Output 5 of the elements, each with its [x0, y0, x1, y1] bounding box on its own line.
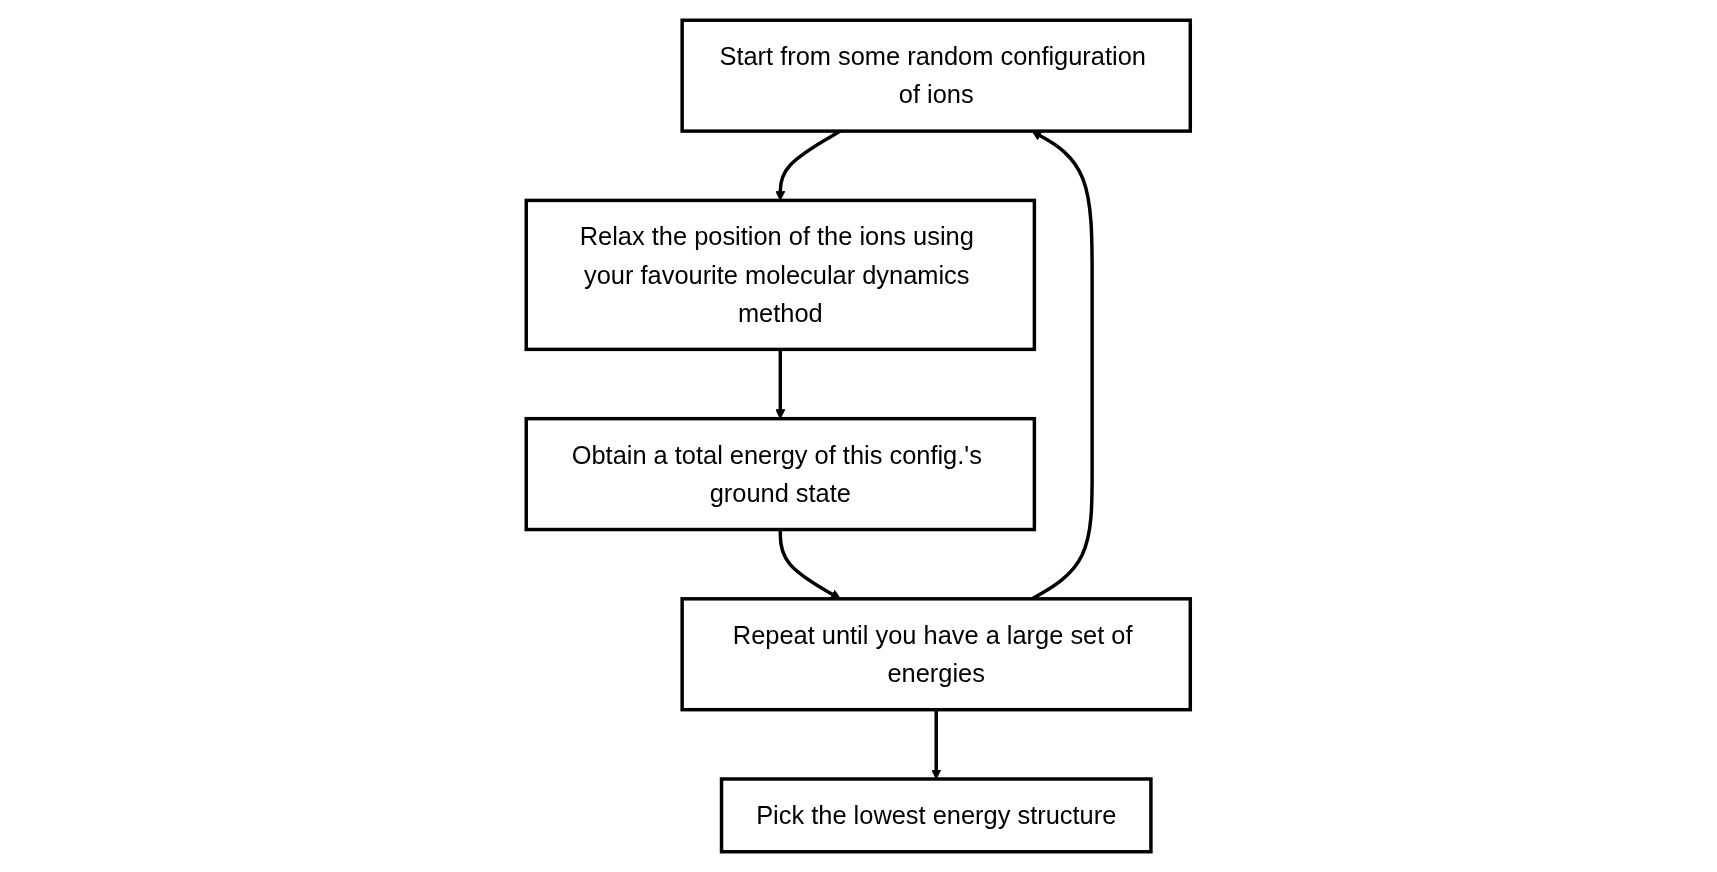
node-box: Pick the lowest energy structure: [720, 777, 1153, 854]
node-box: Relax the position of the ions using your favourite molecular dynamics method: [524, 198, 1037, 352]
node-box: Start from some random configuration of ions: [680, 18, 1193, 133]
node-box: Obtain a total energy of this config.'s ground state: [524, 416, 1037, 532]
node-box: Repeat until you have a large set of energies: [680, 597, 1193, 712]
